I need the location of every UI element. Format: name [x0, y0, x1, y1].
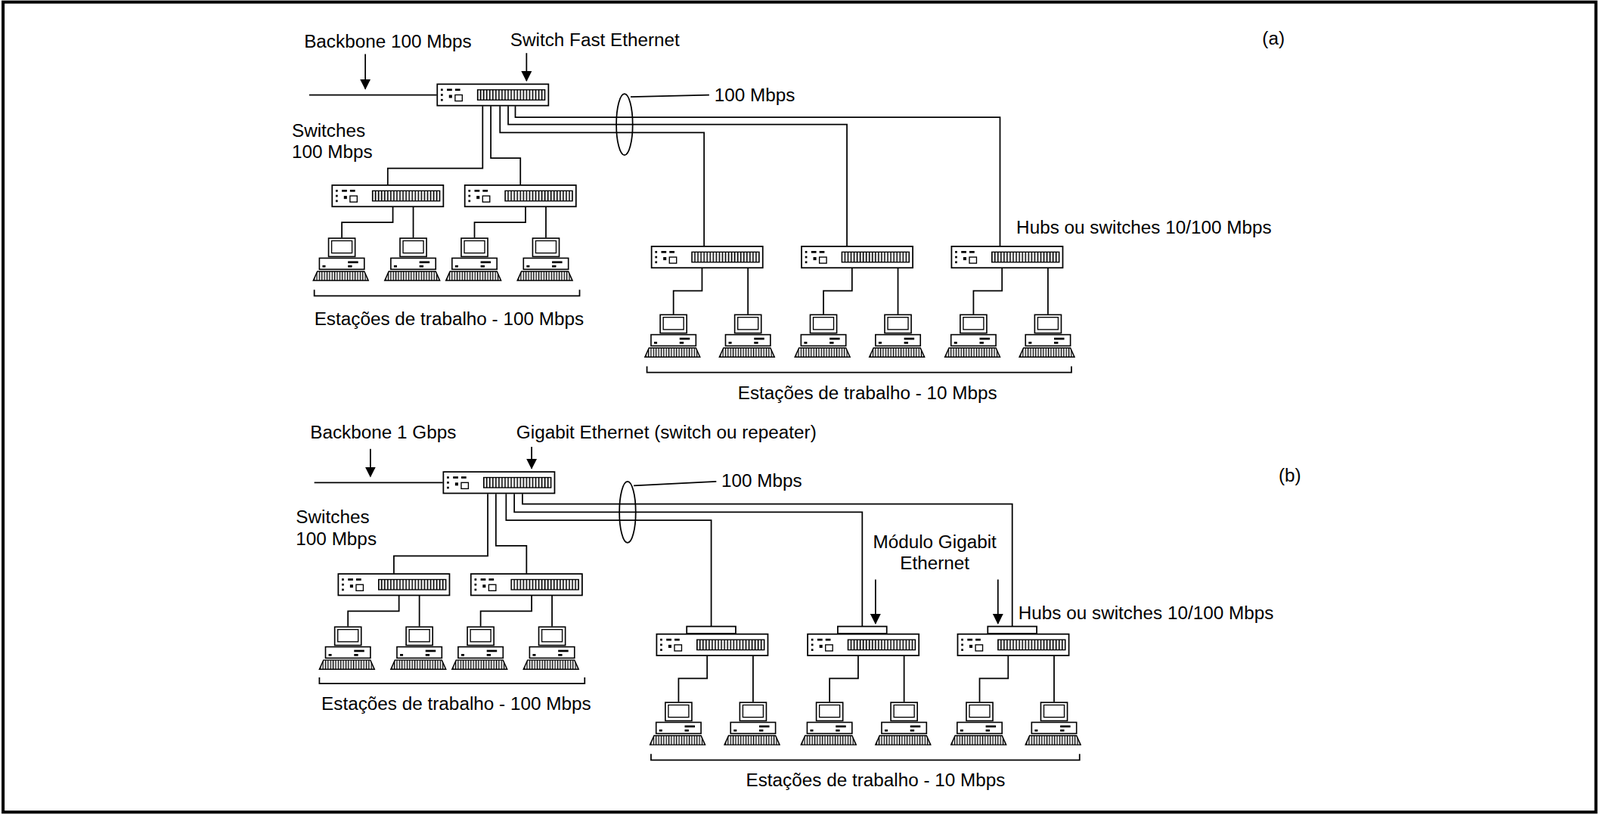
workstation-icon: [384, 238, 441, 281]
label: Módulo Gigabit Ethernet: [863, 531, 1007, 574]
backbone-line: [314, 481, 444, 484]
wires-a: [309, 52, 1072, 373]
label: Hubs ou switches 10/100 Mbps: [1018, 603, 1275, 625]
bundle-ellipse: [616, 93, 633, 156]
workstation-icon: [644, 314, 701, 357]
label: Gigabit Ethernet (switch ou repeater): [516, 422, 817, 444]
hub-icon: [951, 246, 1063, 268]
label: 100 Mbps: [721, 470, 803, 492]
pointer-arrow: [525, 52, 528, 81]
label: Estações de trabalho - 100 Mbps: [314, 309, 584, 331]
label: Switch Fast Ethernet: [510, 29, 680, 51]
workstation-icon: [951, 702, 1007, 745]
switch-icon: [465, 185, 577, 207]
workstation-icon: [875, 702, 931, 745]
hub-icon: [807, 634, 919, 656]
label: 100 Mbps: [714, 84, 796, 106]
wire: [496, 493, 527, 574]
wire: [499, 105, 704, 246]
label: (b): [1278, 465, 1302, 487]
bracket: [319, 677, 585, 684]
label: Estações de trabalho - 10 Mbps: [737, 382, 998, 404]
gigabit-module: [987, 626, 1037, 634]
bracket: [314, 289, 580, 296]
wire: [505, 493, 711, 627]
wires-b: [314, 446, 1080, 760]
workstation-icon: [869, 314, 925, 357]
wire: [347, 595, 552, 627]
wire: [678, 656, 1055, 703]
workstation-icon: [523, 626, 579, 670]
workstation-icon: [945, 314, 1001, 357]
pointer-arrow: [369, 449, 372, 477]
workstation-icon: [1025, 702, 1081, 745]
bracket: [647, 365, 1072, 373]
leader-line: [633, 481, 717, 486]
gigabit-module: [837, 626, 887, 634]
switch-icon: [471, 573, 583, 596]
leader-line: [630, 95, 710, 98]
label: Switches 100 Mbps: [295, 507, 388, 550]
wire: [508, 105, 847, 246]
pointer-arrow: [364, 54, 366, 90]
label: Backbone 1 Gbps: [310, 422, 456, 444]
bracket: [651, 753, 1080, 760]
hub-icon: [957, 634, 1069, 656]
label: Estações de trabalho - 10 Mbps: [745, 770, 1005, 792]
pointer-arrow: [997, 579, 999, 624]
wire: [387, 105, 484, 185]
workstation-icon: [517, 238, 573, 281]
hub-icon: [651, 246, 763, 268]
bundle-ellipse: [619, 481, 636, 543]
workstation-icon: [800, 702, 856, 745]
switch-icon: [337, 573, 450, 596]
hub-icon: [656, 634, 768, 656]
label: Switches 100 Mbps: [291, 120, 384, 163]
wire: [514, 493, 863, 627]
wire: [341, 207, 546, 238]
wire: [522, 493, 1013, 627]
workstation-icon: [794, 314, 850, 357]
switch-icon: [443, 471, 555, 494]
workstation-icon: [446, 238, 502, 281]
workstation-icon: [724, 702, 780, 745]
devices-b: [319, 471, 1081, 745]
frame: [3, 2, 1597, 813]
workstation-icon: [650, 702, 706, 745]
workstation-icon: [390, 626, 447, 670]
workstation-icon: [313, 238, 369, 281]
workstation-icon: [319, 626, 375, 670]
workstation-icon: [719, 314, 775, 357]
gigabit-module: [686, 626, 736, 634]
switch-icon: [437, 83, 549, 106]
wire: [673, 268, 1049, 315]
pointer-arrow: [530, 446, 533, 469]
wire: [393, 493, 488, 574]
switch-icon: [331, 185, 444, 207]
workstation-icon: [452, 626, 508, 670]
wire: [514, 105, 1000, 246]
devices-a: [313, 83, 1075, 357]
hub-icon: [801, 246, 913, 268]
label: Estações de trabalho - 100 Mbps: [321, 694, 591, 716]
backbone-line: [309, 94, 438, 97]
pointer-arrow: [874, 579, 877, 624]
label: (a): [1262, 28, 1285, 50]
label: Backbone 100 Mbps: [303, 31, 472, 53]
workstation-icon: [1019, 314, 1075, 357]
label: Hubs ou switches 10/100 Mbps: [1016, 217, 1272, 239]
